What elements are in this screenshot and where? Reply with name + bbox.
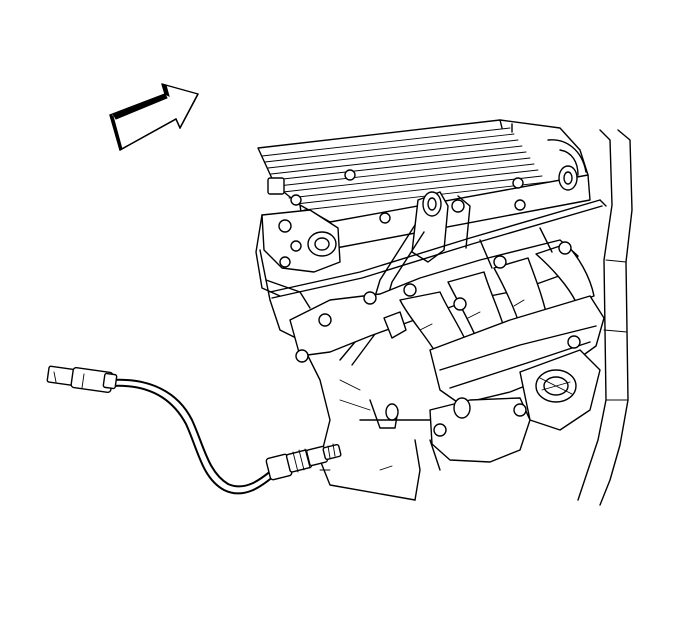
sensor-icon [265,443,342,481]
cover-bolts [290,169,526,224]
dipstick-tube [269,199,607,299]
detail-lines [319,119,553,471]
engine-block [259,129,633,506]
exhaust-pipe-bracket [359,397,531,471]
valve-cover-ribs [261,127,549,211]
lift-bracket [339,191,471,366]
manifold-bolts [295,241,581,363]
exhaust-manifold [289,239,605,431]
direction-arrow-icon [109,83,199,151]
timing-cover [255,177,341,309]
oxygen-sensor [46,365,342,495]
connector-icon [46,365,118,393]
valve-cover [257,119,591,263]
